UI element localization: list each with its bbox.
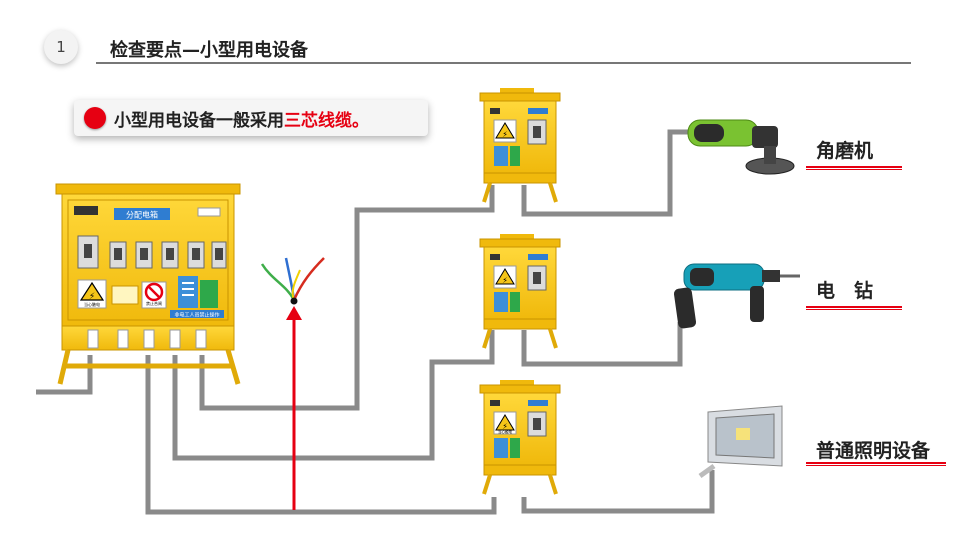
switch-box-2: ⚡ — [479, 234, 561, 349]
cable-main-to-box2 — [172, 330, 495, 461]
device-underline-grinder — [806, 166, 902, 170]
device-label-drill: 电 钻 — [816, 280, 874, 302]
cable-main-to-box3 — [145, 355, 497, 515]
main-box-legs — [57, 349, 241, 385]
main-box-panel-strip — [170, 310, 224, 318]
svg-text:⚡: ⚡ — [502, 130, 508, 139]
note-text: 小型用电设备一般采用 — [114, 110, 284, 131]
bullet-dot-icon — [84, 107, 106, 129]
main-box-nameplate — [114, 208, 170, 220]
svg-text:⚡: ⚡ — [502, 276, 508, 285]
cable-box3-to-light — [521, 470, 715, 514]
main-box-info-panel-green — [200, 280, 218, 308]
main-distribution-box: 分配电箱 ⚡ 当心触电 禁止合闸 — [55, 183, 241, 385]
main-box-indicator — [197, 207, 221, 217]
device-underline-light — [806, 462, 946, 466]
svg-text:⚡: ⚡ — [502, 422, 508, 431]
cable-junction — [290, 297, 298, 305]
main-box-logo-plate — [74, 206, 98, 215]
electric-drill-icon — [673, 263, 800, 329]
main-box-sign-caption: 禁止合闸 — [146, 300, 162, 306]
switch-box-1: ⚡ — [479, 88, 561, 203]
slide-number: 1 — [44, 30, 78, 64]
key-note: 小型用电设备一般采用三芯线缆。 — [74, 100, 428, 136]
main-box-label-card — [111, 285, 139, 305]
core-wire-red — [292, 257, 325, 301]
cable-box1-to-grinder — [521, 129, 692, 217]
title-divider — [96, 62, 911, 64]
switch-box-3: ⚡ 当心触电 — [479, 380, 561, 495]
arrow-head-icon — [286, 306, 302, 320]
angle-grinder-icon — [687, 119, 795, 175]
switch-box-warning-caption: 当心触电 — [498, 429, 512, 434]
main-box-info-panel-blue — [178, 276, 198, 308]
cable-main-to-box1 — [199, 185, 495, 411]
main-box-panel-text: 非电工人员禁止操作 — [174, 312, 219, 319]
main-box-warning-caption: 当心触电 — [84, 301, 100, 307]
main-box-roof — [55, 183, 241, 195]
page-title: 检查要点—小型用电设备 — [110, 40, 308, 61]
core-wire-green — [260, 263, 296, 301]
three-core-cable — [260, 257, 325, 301]
cable-box2-to-drill — [521, 322, 683, 367]
device-label-light: 普通照明设备 — [816, 440, 931, 462]
cable-runs — [36, 129, 715, 515]
note-highlight: 三芯线缆。 — [284, 110, 369, 131]
device-label-grinder: 角磨机 — [816, 140, 874, 162]
floodlight-icon — [698, 405, 783, 479]
svg-text:⚡: ⚡ — [89, 292, 95, 302]
main-box-nameplate-text: 分配电箱 — [126, 210, 158, 220]
device-underline-drill — [806, 306, 902, 310]
lightning-warning-icon — [79, 281, 105, 301]
